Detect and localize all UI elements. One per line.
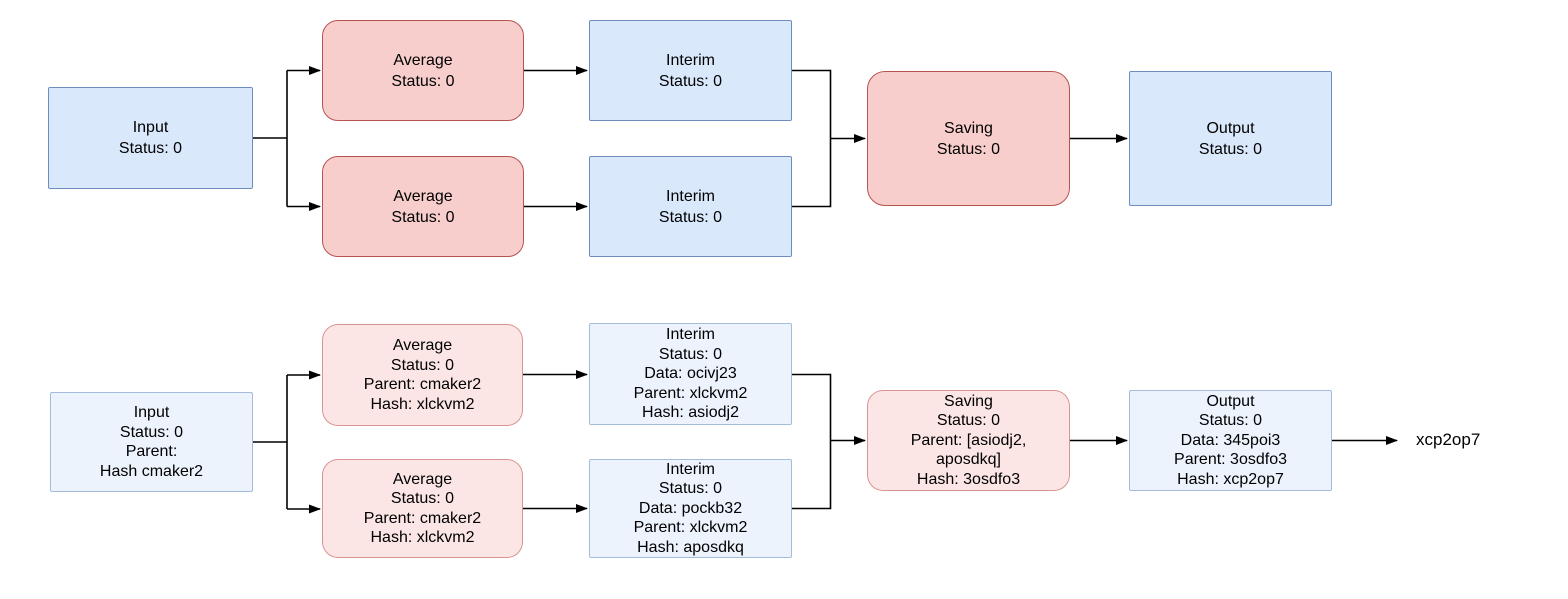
node-text-line: Input: [132, 119, 169, 136]
detail-flow-saving-node: Saving Status: 0 Parent: [asiodj2, aposd…: [867, 390, 1070, 491]
top-flow-interim-1-node: Interim Status: 0: [589, 20, 792, 121]
node-text-line: Data: ocivj23: [644, 365, 737, 383]
node-text-line: Parent: cmaker2: [363, 376, 482, 393]
node-text-line: Status: 0: [390, 490, 455, 507]
node-text-line: Output: [1206, 392, 1255, 410]
arrow-detail-interim-1-merge: [792, 373, 832, 441]
node-text-line: Parent: cmaker2: [363, 509, 482, 527]
node-text-line: Status: 0: [658, 72, 723, 90]
top-flow-interim-2-node: Interim Status: 0: [589, 156, 792, 257]
node-text-line: Parent:: [125, 443, 178, 460]
node-text-line: aposdkq]: [936, 451, 1001, 469]
node-text-line: Saving: [944, 119, 993, 137]
node-text-line: Hash: 3osdfo3: [916, 470, 1021, 488]
detail-flow-interim-2-node: Interim Status: 0 Data: pockb32 Parent: …: [589, 459, 792, 558]
node-text-line: Interim: [666, 187, 715, 205]
node-text-line: Hash: xcp2op7: [1177, 470, 1284, 488]
node-text-line: Status: 0: [658, 480, 723, 498]
arrow-detail-interim-2-merge: [792, 440, 832, 510]
detail-flow-average-1-node: Average Status: 0 Parent: cmaker2 Hash: …: [322, 324, 523, 426]
arrow-top-interim-2-merge: [792, 138, 832, 208]
node-text-line: Status: 0: [119, 423, 184, 441]
top-flow-output-node: Output Status: 0: [1129, 71, 1332, 206]
detail-flow-input-node: Input Status: 0 Parent: Hash cmaker2: [50, 392, 253, 492]
node-text-line: Average: [392, 470, 453, 488]
final-hash-label: xcp2op7: [1416, 430, 1481, 449]
node-text-line: Data: 345poi3: [1180, 431, 1281, 449]
top-flow-average-1-node: Average Status: 0: [322, 20, 524, 121]
node-text-line: Status: 0: [936, 412, 1001, 430]
node-text-line: Hash: xlckvm2: [370, 529, 475, 546]
node-text-line: Interim: [666, 326, 715, 344]
node-text-line: Status: 0: [658, 208, 723, 226]
node-text-line: Data: pockb32: [638, 499, 743, 517]
node-text-line: Parent: xlckvm2: [633, 384, 748, 402]
node-text-line: Average: [393, 51, 453, 69]
node-text-line: Saving: [944, 392, 993, 410]
node-text-line: Output: [1206, 119, 1255, 137]
node-text-line: Status: 0: [1198, 140, 1263, 158]
node-text-line: Interim: [666, 460, 715, 478]
node-text-line: Parent: [asiodj2,: [910, 431, 1027, 449]
node-text-line: Interim: [666, 51, 715, 69]
node-text-line: Status: 0: [1198, 412, 1263, 430]
node-text-line: Average: [393, 187, 453, 205]
top-flow-input-node: Input Status: 0: [48, 87, 253, 189]
node-text-line: Hash cmaker2: [99, 462, 204, 480]
node-text-line: Hash: asiodj2: [642, 404, 739, 422]
node-text-line: Hash: aposdkq: [637, 538, 744, 556]
node-text-line: Parent: xlckvm2: [633, 519, 748, 537]
top-flow-average-2-node: Average Status: 0: [322, 156, 524, 257]
node-text-line: Input: [133, 404, 170, 421]
top-flow-saving-node: Saving Status: 0: [867, 71, 1070, 206]
detail-flow-average-2-node: Average Status: 0 Parent: cmaker2 Hash: …: [322, 459, 523, 558]
detail-flow-interim-1-node: Interim Status: 0 Data: ocivj23 Parent: …: [589, 323, 792, 425]
node-text-line: Status: 0: [391, 208, 455, 226]
detail-flow-output-node: Output Status: 0 Data: 345poi3 Parent: 3…: [1129, 390, 1332, 491]
node-text-line: Status: 0: [658, 345, 723, 363]
node-text-line: Status: 0: [390, 356, 455, 374]
node-text-line: Status: 0: [118, 140, 183, 157]
node-text-line: Average: [392, 337, 453, 354]
arrow-top-interim-1-merge: [792, 69, 832, 139]
node-text-line: Status: 0: [936, 140, 1001, 158]
node-text-line: Hash: xlckvm2: [370, 395, 475, 413]
node-text-line: Status: 0: [391, 72, 455, 90]
node-text-line: Parent: 3osdfo3: [1174, 451, 1287, 469]
